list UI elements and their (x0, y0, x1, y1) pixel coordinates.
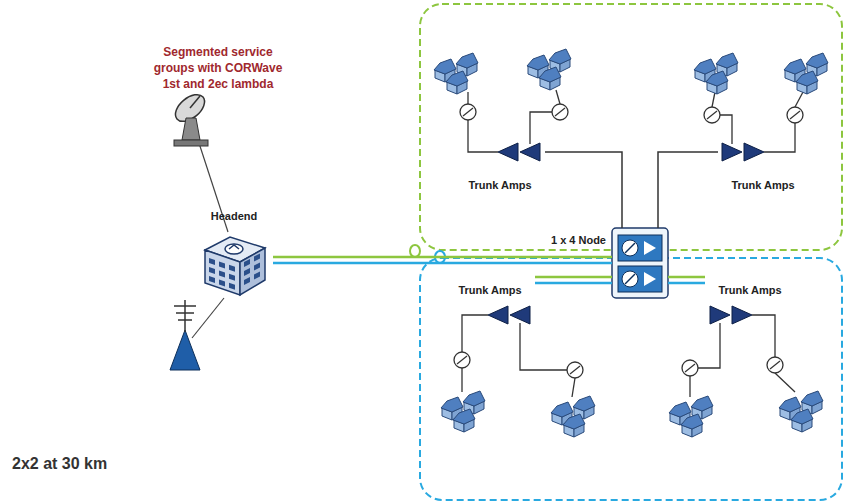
tap-symbol (685, 364, 695, 372)
drop-line (689, 376, 690, 397)
tap-symbol (770, 361, 780, 369)
headend-node: Headend (195, 208, 273, 300)
fiber-lambda-2 (273, 262, 612, 265)
node-label: Trunk Amps (468, 179, 531, 192)
window (219, 261, 225, 268)
house-icon (791, 409, 813, 432)
house-icon (706, 71, 728, 94)
tap-symbol (707, 111, 717, 119)
drop-line (462, 315, 488, 352)
drop-line (720, 115, 732, 144)
coax-trunk (545, 152, 622, 228)
fiber-coil (410, 245, 420, 257)
tap-symbol (787, 107, 803, 123)
fiber-link (273, 257, 612, 263)
node-label: Trunk Amps (458, 284, 521, 297)
fiber-lambda-1 (535, 276, 612, 279)
node-label: Trunk Amps (718, 284, 781, 297)
caption: 2x2 at 30 km (12, 455, 107, 473)
headend-building (205, 237, 265, 295)
window (229, 283, 235, 290)
drop-line (775, 373, 795, 392)
coax-trunk (658, 152, 718, 228)
trunk-amp-node: Trunk Amps (445, 282, 535, 332)
coax-line (658, 152, 718, 228)
fiber-lambda-2 (668, 282, 705, 285)
tap-symbol (463, 108, 473, 116)
drop-line (461, 368, 462, 392)
optical-node-box: 1 x 4 Node (612, 228, 668, 298)
amplifier-symbol (498, 143, 518, 161)
optical-node (612, 228, 668, 298)
tap-symbol (454, 352, 470, 368)
amplifier-symbol (710, 306, 730, 324)
tap-symbol (704, 107, 720, 123)
node-label: 1 x 4 Node (551, 234, 606, 247)
drop-line (712, 92, 715, 107)
tap-symbol (570, 366, 580, 374)
callout-note: Segmented service groups with CORWave 1s… (148, 44, 288, 92)
house-icon (539, 67, 561, 90)
coax-line (545, 152, 622, 228)
tap-symbol (790, 111, 800, 119)
drop-line (795, 92, 803, 107)
trunk-amp-node: Trunk Amps (705, 282, 795, 332)
window (209, 258, 215, 265)
window (219, 270, 225, 277)
antenna-tower (170, 298, 224, 370)
fiber-lambda-2 (535, 282, 612, 285)
coax-trunk (668, 277, 705, 283)
amplifier-symbol (722, 143, 742, 161)
tap-symbol (457, 356, 467, 364)
tap-symbol (460, 104, 476, 120)
amplifier-symbol (744, 143, 764, 161)
trunk-amp-node: Trunk Amps (455, 138, 545, 194)
amplifier-symbol (488, 306, 508, 324)
house-icon (453, 409, 475, 432)
window (254, 254, 260, 262)
house-icon (446, 71, 468, 94)
amplifier-symbol (510, 306, 530, 324)
trunk-amp-node: Trunk Amps (718, 138, 808, 194)
tap-symbol (552, 104, 568, 120)
service-group-region (420, 4, 842, 250)
window (254, 263, 260, 271)
window (209, 267, 215, 274)
window (244, 268, 250, 276)
coax-trunk (535, 277, 612, 283)
house-icon (681, 414, 703, 437)
drop-line (572, 378, 575, 397)
drop-line (520, 323, 567, 370)
drop-line (467, 92, 468, 104)
window (229, 265, 235, 272)
drop-line (530, 112, 552, 144)
node-label: Trunk Amps (731, 179, 794, 192)
house-icon (563, 414, 585, 437)
drop-line (698, 323, 720, 368)
drop-line (468, 120, 498, 152)
drop-line (752, 315, 775, 357)
fiber-lambda-1 (668, 276, 705, 279)
amplifier-symbol (732, 306, 752, 324)
window (254, 272, 260, 280)
window (219, 279, 225, 286)
window (244, 259, 250, 267)
drop-line (764, 123, 795, 152)
fiber-lambda-1 (273, 256, 612, 259)
tap-symbol (567, 362, 583, 378)
tap-symbol (682, 360, 698, 376)
drop-line (556, 90, 560, 104)
window (209, 276, 215, 283)
window (229, 274, 235, 281)
window (244, 277, 250, 285)
house-icon (796, 71, 818, 94)
tap-symbol (555, 108, 565, 116)
tap-symbol (767, 357, 783, 373)
amplifier-symbol (520, 143, 540, 161)
node-label: Headend (211, 210, 257, 223)
